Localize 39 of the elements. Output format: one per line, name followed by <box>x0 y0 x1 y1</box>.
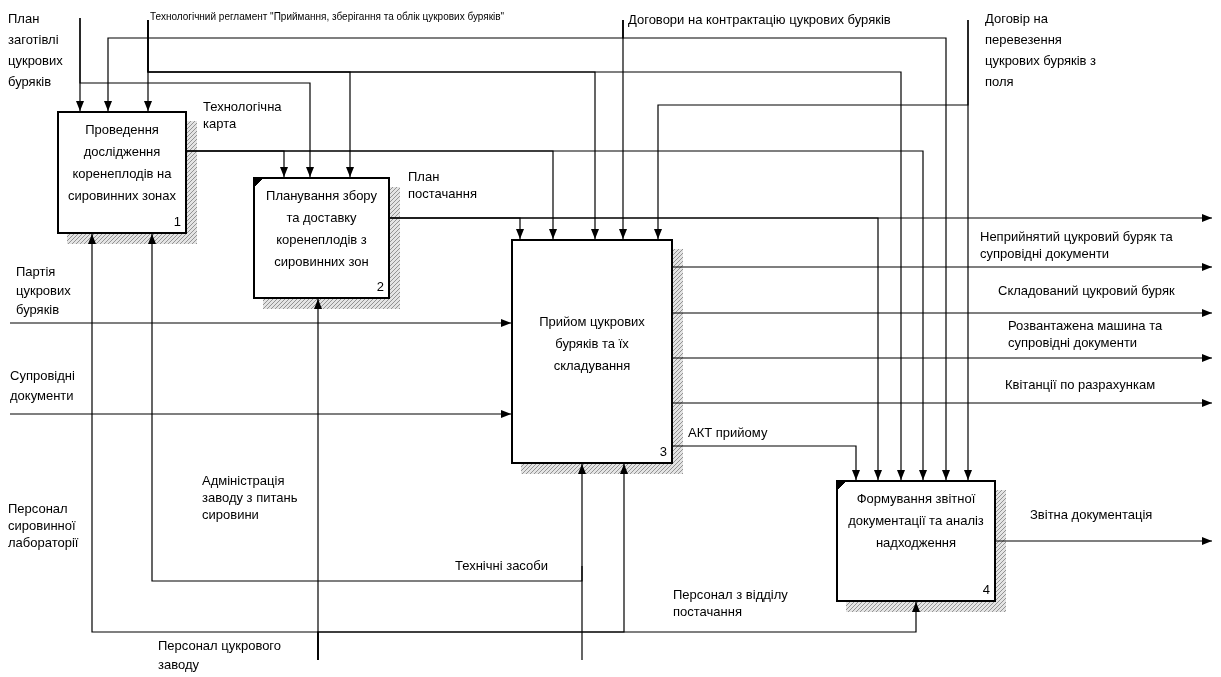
activity-box <box>836 480 996 602</box>
arrow <box>964 19 972 481</box>
arrow <box>672 309 1213 317</box>
activity-box <box>511 239 673 464</box>
activity-name: Проведення дослідження коренеплодів на сировинних зонах <box>66 121 178 205</box>
activity-name: Прийом цукрових буряків та їх складування <box>538 313 646 375</box>
activity-box <box>57 111 187 234</box>
arrow-text: План заготівлі цукрових буряків <box>8 8 80 96</box>
arrow <box>148 233 583 582</box>
arrow <box>995 537 1213 545</box>
arrow <box>147 19 905 481</box>
arrow-text: Технічні засоби <box>455 556 582 576</box>
arrow-text: Договір на перевезення цукрових буряків з поля <box>968 8 1118 96</box>
arrow-text: Персонал цукрового заводу <box>158 636 318 676</box>
arrow <box>186 150 927 481</box>
arrow <box>672 354 1213 362</box>
activity-number: 2 <box>376 279 384 295</box>
edge-label: АКТ прийому <box>688 424 768 441</box>
activity-number: 4 <box>982 582 990 598</box>
activity-box <box>253 177 390 299</box>
arrow-text: Технологічний регламент "Приймання, зберігання та облік цукрових буряків" <box>148 10 588 24</box>
arrow <box>317 601 920 661</box>
arrow-text: Партія цукрових буряків <box>10 262 90 323</box>
arrow <box>672 263 1213 271</box>
arrow <box>672 445 860 481</box>
activity-number: 1 <box>173 214 181 230</box>
arrow <box>9 319 512 327</box>
arrow <box>578 463 586 661</box>
edge-label: Складований цукровий буряк <box>998 282 1175 299</box>
arrow <box>79 17 314 178</box>
arrow <box>389 214 1213 222</box>
arrow <box>622 19 950 481</box>
arrow-text: Супровідні документи <box>10 366 92 414</box>
activity-name: Планування збору та доставку коренеплодів з сировинних зон <box>265 187 378 271</box>
arrow <box>672 399 1213 407</box>
arrow <box>9 410 512 418</box>
activity-number: 3 <box>659 444 667 460</box>
activity-name: Формування звітної документації та аналіз надходження <box>847 490 985 552</box>
arrow-text: Договори на контрактацію цукрових буряків <box>623 10 893 28</box>
